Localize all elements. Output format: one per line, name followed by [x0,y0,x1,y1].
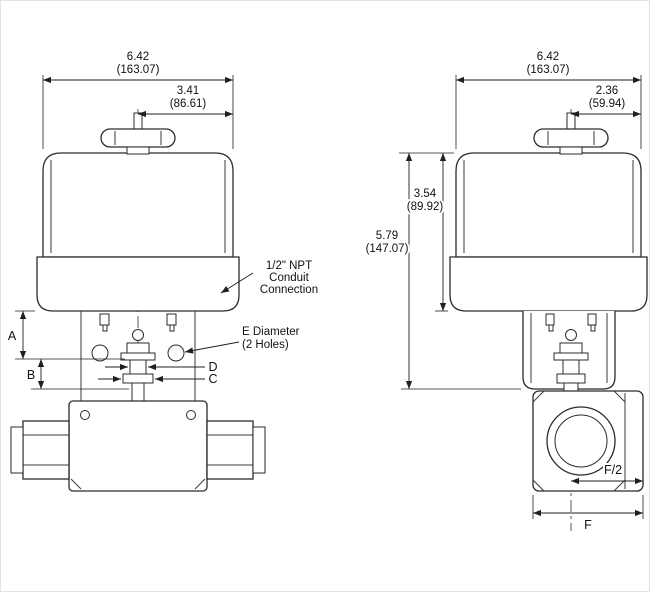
port-end-left [10,426,24,474]
front-actuator-housing [36,112,240,312]
side-terminal-screw-right [587,313,597,326]
front-mounting-bracket [80,311,196,402]
terminal-screw-left [99,313,110,326]
port-nut-left [22,420,70,480]
side-offset-dimension: 2.36 (59.94) [571,83,641,118]
mount-hole-right [167,344,185,362]
side-stem-block-mid [562,359,580,375]
side-height-dimensions: 3.54 (89.92) 5.79 (147.07) [364,152,521,390]
side-height-total-in-label: 5.79 [376,230,398,242]
front-offset-in-label: 3.41 [177,85,199,97]
front-shaft-pin [133,112,143,130]
dimension-d: D [105,358,220,376]
dimension-c: C [98,370,220,388]
side-stem-lower [563,382,579,392]
dimension-f-half: F/2 [571,461,643,485]
front-offset-mm-label: (86.61) [170,98,207,110]
side-offset-in-label: 2.36 [596,85,618,97]
side-height-total-mm-label: (147.07) [366,243,409,255]
dim-d-label: D [208,360,217,374]
side-knob-neck [559,146,583,155]
dim-f-label: F [584,518,592,532]
hole-note-line2: (2 Holes) [242,339,289,351]
stem-plate [120,352,156,361]
side-width-dimension: 6.42 (163.07) [455,49,642,149]
side-terminal-screw-left [545,313,555,326]
stem-block-upper [126,342,150,354]
front-manual-override-knob [100,128,176,148]
front-width-mm-label: (163.07) [117,64,160,76]
side-actuator-base-flange [449,256,648,312]
side-height-upper-in-label: 3.54 [414,188,437,200]
flange-bolt-hole-right [186,410,196,420]
side-manual-override-knob [533,128,609,148]
dim-c-label: C [208,372,217,386]
front-stem-top-circle [132,329,144,341]
dim-b-label: B [27,368,35,382]
conduit-label-line2: Conduit [269,272,309,284]
side-width-mm-label: (163.07) [527,64,570,76]
front-view: 6.42 (163.07) 3.41 (86.61) 1/2" NPT Cond… [6,49,318,492]
side-stem-collar [556,373,586,384]
side-valve-body [532,390,644,492]
front-valve-body [10,400,266,492]
conduit-callout: 1/2" NPT Conduit Connection [220,260,318,296]
front-width-in-label: 6.42 [127,51,149,63]
side-actuator-housing [449,112,648,312]
front-offset-dimension: 3.41 (86.61) [138,83,233,118]
dimension-a: A [6,310,125,360]
port-nut-right [206,420,254,480]
side-stem-plate [553,352,589,361]
stem-lower [131,382,145,402]
side-shaft-pin [566,112,576,130]
side-stem-top-circle [565,329,577,341]
port-end-right [252,426,266,474]
dim-a-label: A [8,329,17,343]
side-mounting-bracket [522,311,616,392]
side-view: 6.42 (163.07) 2.36 (59.94) 3.54 (89.92) … [364,49,648,534]
stem-collar [122,373,154,384]
stem-block-mid [129,359,147,375]
conduit-label-line1: 1/2" NPT [266,260,312,272]
side-offset-mm-label: (59.94) [589,98,626,110]
mount-hole-left [91,344,109,362]
dim-f-half-label: F/2 [604,463,622,477]
dimension-f: F [532,495,644,534]
side-width-in-label: 6.42 [537,51,559,63]
port-bore-inner [554,414,608,468]
front-actuator-base-flange [36,256,240,312]
terminal-screw-right [166,313,177,326]
front-knob-neck [126,146,150,155]
conduit-label-line3: Connection [260,284,318,296]
dimension-b: B [25,359,129,390]
side-height-upper-mm-label: (89.92) [407,201,444,213]
side-stem-block-upper [559,342,583,354]
hole-note-line1: E Diameter [242,326,300,338]
flange-bolt-hole-left [80,410,90,420]
hole-diameter-callout: E Diameter (2 Holes) [184,326,300,354]
front-width-dimension: 6.42 (163.07) [42,49,234,149]
